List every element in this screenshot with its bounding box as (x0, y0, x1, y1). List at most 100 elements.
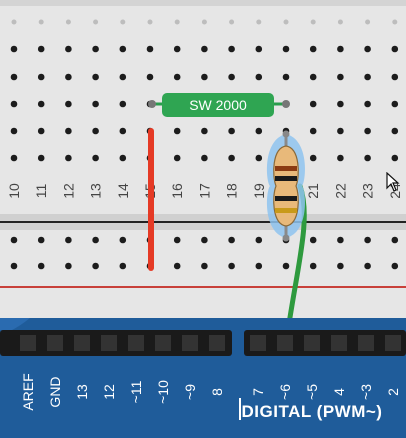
breadboard-hole[interactable] (255, 262, 263, 270)
breadboard-hole[interactable] (364, 100, 371, 108)
header-pin[interactable] (385, 335, 401, 351)
breadboard-hole[interactable] (391, 100, 399, 108)
header-pin[interactable] (358, 335, 374, 351)
header-pin[interactable] (331, 335, 347, 351)
breadboard-hole[interactable] (92, 73, 99, 81)
breadboard-hole[interactable] (37, 236, 45, 244)
resistor-pin-top[interactable] (282, 130, 290, 138)
breadboard-hole[interactable] (282, 73, 290, 81)
switch-pin-right[interactable] (282, 100, 290, 108)
breadboard-hole[interactable] (119, 100, 127, 108)
breadboard-hole[interactable] (255, 127, 263, 135)
breadboard-hole[interactable] (10, 100, 18, 108)
breadboard-hole[interactable] (364, 236, 371, 244)
breadboard-hole[interactable] (65, 127, 72, 135)
breadboard-hole[interactable] (37, 73, 45, 81)
breadboard-hole[interactable] (364, 45, 371, 53)
breadboard-hole[interactable] (309, 73, 317, 81)
breadboard-hole[interactable] (255, 154, 263, 162)
breadboard-hole[interactable] (255, 45, 263, 53)
breadboard-hole[interactable] (37, 262, 45, 270)
breadboard-hole[interactable] (201, 73, 208, 81)
breadboard-hole[interactable] (255, 73, 263, 81)
breadboard-hole[interactable] (309, 154, 317, 162)
header-pin[interactable] (182, 335, 198, 351)
breadboard-hole[interactable] (391, 236, 399, 244)
breadboard-hole[interactable] (337, 73, 344, 81)
breadboard-hole[interactable] (119, 127, 127, 135)
breadboard-hole[interactable] (364, 127, 371, 135)
breadboard-hole[interactable] (173, 127, 181, 135)
breadboard-hole[interactable] (364, 73, 371, 81)
header-pin[interactable] (209, 335, 225, 351)
breadboard-hole[interactable] (92, 45, 99, 53)
breadboard-hole[interactable] (201, 236, 208, 244)
header-pin[interactable] (20, 335, 36, 351)
header-pin[interactable] (250, 335, 266, 351)
breadboard-hole[interactable] (201, 127, 208, 135)
breadboard-hole[interactable] (38, 19, 44, 25)
breadboard-hole[interactable] (10, 262, 18, 270)
breadboard-hole[interactable] (337, 236, 344, 244)
breadboard-hole[interactable] (173, 262, 181, 270)
breadboard-hole[interactable] (228, 127, 235, 135)
breadboard-hole[interactable] (37, 45, 45, 53)
breadboard-hole[interactable] (10, 127, 18, 135)
breadboard-hole[interactable] (309, 236, 317, 244)
breadboard-hole[interactable] (173, 236, 181, 244)
breadboard-hole[interactable] (392, 19, 398, 25)
breadboard-hole[interactable] (283, 19, 289, 25)
breadboard-hole[interactable] (337, 19, 343, 25)
breadboard-hole[interactable] (364, 262, 371, 270)
breadboard-hole[interactable] (228, 262, 235, 270)
header-pin[interactable] (74, 335, 90, 351)
breadboard-hole[interactable] (337, 154, 344, 162)
breadboard-hole[interactable] (337, 127, 344, 135)
breadboard-hole[interactable] (391, 45, 399, 53)
breadboard-hole[interactable] (147, 19, 153, 25)
header-pin[interactable] (277, 335, 293, 351)
breadboard-hole[interactable] (37, 154, 45, 162)
breadboard-hole[interactable] (201, 45, 208, 53)
breadboard-hole[interactable] (10, 73, 18, 81)
breadboard-hole[interactable] (146, 73, 154, 81)
breadboard-hole[interactable] (65, 236, 72, 244)
breadboard-hole[interactable] (65, 100, 72, 108)
breadboard-hole[interactable] (255, 236, 263, 244)
switch-body[interactable] (162, 93, 274, 117)
header-pin[interactable] (101, 335, 117, 351)
breadboard-hole[interactable] (92, 262, 99, 270)
resistor-pin-bottom[interactable] (282, 234, 290, 242)
breadboard-hole[interactable] (391, 154, 399, 162)
breadboard-hole[interactable] (93, 19, 99, 25)
breadboard-hole[interactable] (256, 19, 262, 25)
resistor-component[interactable] (266, 130, 306, 242)
breadboard-hole[interactable] (201, 154, 208, 162)
breadboard-hole[interactable] (337, 45, 344, 53)
breadboard-hole[interactable] (228, 154, 235, 162)
header-pin[interactable] (155, 335, 171, 351)
breadboard-hole[interactable] (309, 45, 317, 53)
header-pin[interactable] (128, 335, 144, 351)
breadboard-hole[interactable] (228, 236, 235, 244)
breadboard-hole[interactable] (337, 100, 344, 108)
breadboard-hole[interactable] (365, 19, 371, 25)
breadboard-hole[interactable] (119, 154, 127, 162)
breadboard-hole[interactable] (119, 73, 127, 81)
breadboard-hole[interactable] (92, 154, 99, 162)
breadboard-hole[interactable] (229, 19, 235, 25)
breadboard-hole[interactable] (119, 45, 127, 53)
breadboard-hole[interactable] (11, 19, 17, 25)
header-pin[interactable] (47, 335, 63, 351)
breadboard-hole[interactable] (10, 45, 18, 53)
switch-component[interactable]: SW 2000 (148, 93, 290, 117)
breadboard-hole[interactable] (65, 154, 72, 162)
breadboard-hole[interactable] (65, 45, 72, 53)
breadboard-hole[interactable] (120, 19, 126, 25)
breadboard-hole[interactable] (174, 19, 180, 25)
breadboard-hole[interactable] (65, 262, 72, 270)
breadboard-hole[interactable] (119, 236, 127, 244)
breadboard-hole[interactable] (173, 73, 181, 81)
breadboard-hole[interactable] (65, 73, 72, 81)
breadboard-hole[interactable] (391, 262, 399, 270)
